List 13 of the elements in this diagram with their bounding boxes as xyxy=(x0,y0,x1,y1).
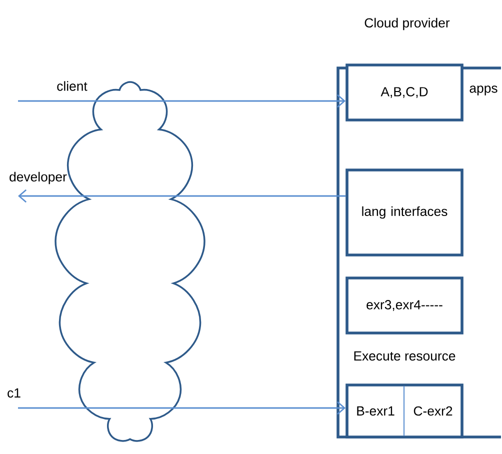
edge-label: c1 xyxy=(8,388,20,398)
edge-label: developer xyxy=(10,172,67,184)
process-box: lang interfaces xyxy=(346,168,464,256)
edge-label: client xyxy=(57,81,88,91)
frame-heading: Cloud provider xyxy=(364,18,450,30)
arrow xyxy=(18,94,346,108)
process-box: A,B,C,D xyxy=(346,64,464,122)
process-box: exr3,exr4----- xyxy=(346,276,464,334)
arrow xyxy=(18,401,346,415)
side-label: apps xyxy=(470,86,498,96)
split-box: B-exr1 C-exr2 xyxy=(346,384,464,438)
section-heading: Execute resource xyxy=(354,351,456,361)
arrow xyxy=(18,189,346,203)
